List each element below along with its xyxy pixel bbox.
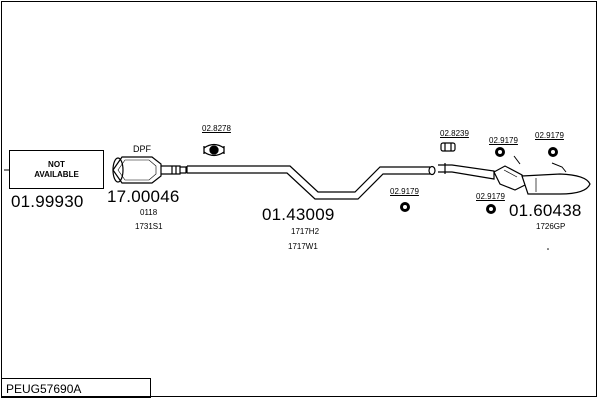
clamp-rear-label: 02.8239 xyxy=(440,129,469,138)
not-available-line1: NOT xyxy=(48,159,65,169)
hanger-rear-1-label: 02.9179 xyxy=(489,136,518,145)
part-number-4: 01.60438 xyxy=(509,201,582,220)
hanger-mid-icon xyxy=(400,202,410,212)
rear-silencer-icon xyxy=(438,155,591,195)
part-number-2: 17.00046 xyxy=(107,187,180,206)
hanger-rear-3-icon xyxy=(486,204,496,214)
part-2-ref-2: 1731S1 xyxy=(135,222,163,231)
dpf-catalyst-icon xyxy=(112,156,187,184)
part-3-ref-1: 1717H2 xyxy=(291,227,320,236)
part-number-3: 01.43009 xyxy=(262,205,335,224)
hanger-rear-2-label: 02.9179 xyxy=(535,131,564,140)
small-dot-mark xyxy=(547,248,549,250)
hanger-mid-label: 02.9179 xyxy=(390,187,419,196)
model-code-box: PEUG57690A xyxy=(1,378,151,398)
part-number-1: 01.99930 xyxy=(11,192,84,211)
part-4-ref-1: 1726GP xyxy=(536,222,566,231)
gasket-front-label: 02.8278 xyxy=(202,124,231,133)
not-available-box: NOT AVAILABLE xyxy=(9,150,104,189)
part-3-ref-2: 1717W1 xyxy=(288,242,318,251)
hanger-rear-2-icon xyxy=(548,147,558,157)
hanger-rear-3-label: 02.9179 xyxy=(476,192,505,201)
hanger-rear-1-icon xyxy=(495,147,505,157)
middle-pipe-icon xyxy=(186,165,436,200)
dpf-label: DPF xyxy=(133,144,151,154)
model-code: PEUG57690A xyxy=(6,382,82,396)
not-available-line2: AVAILABLE xyxy=(34,169,79,179)
gasket-front-icon xyxy=(203,143,225,157)
part-2-ref-1: 0118 xyxy=(140,208,158,217)
clamp-rear-icon xyxy=(440,142,456,152)
